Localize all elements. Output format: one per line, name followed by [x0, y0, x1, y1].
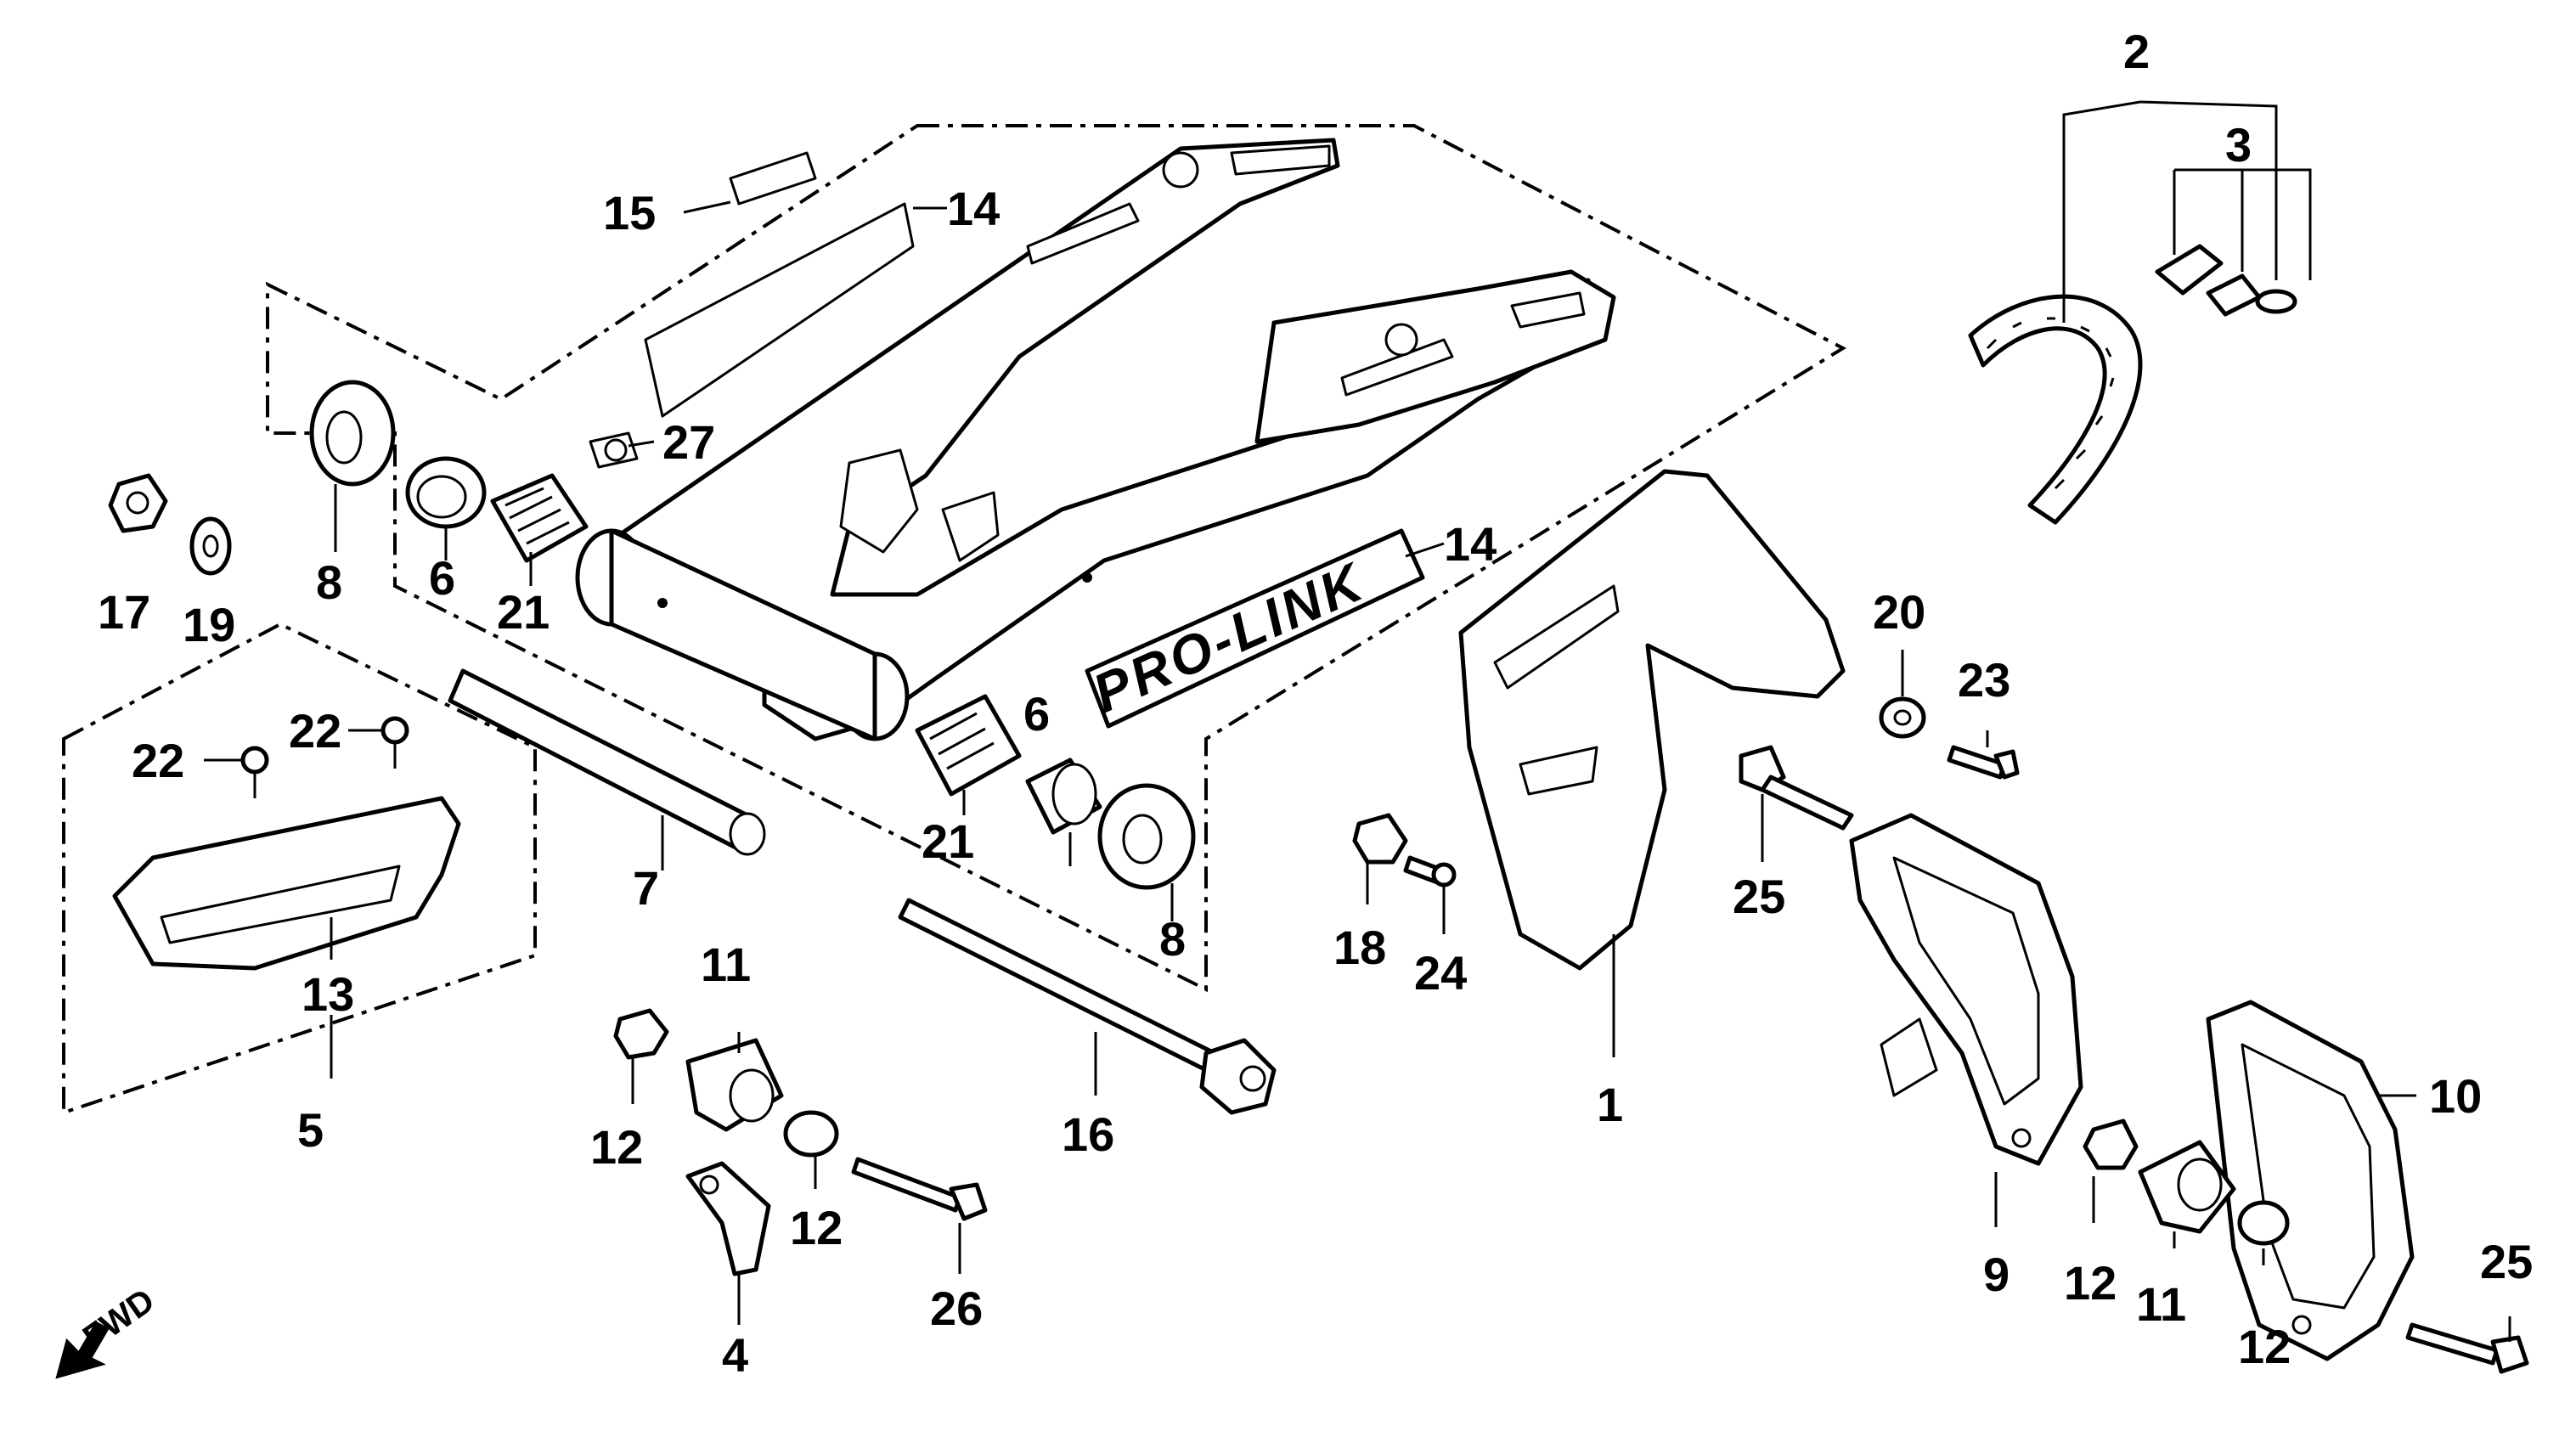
- fwd-label: FWD: [76, 1282, 161, 1356]
- collar-12-d: [2237, 1200, 2290, 1246]
- bolt-23: [1947, 745, 2020, 780]
- callout-12-d: 12: [2238, 1320, 2291, 1373]
- plate-10: [2206, 1000, 2415, 1361]
- washer-19: [189, 516, 232, 576]
- callout-18: 18: [1333, 921, 1386, 974]
- callout-12-a: 12: [590, 1120, 643, 1174]
- callout-10: 10: [2429, 1069, 2482, 1123]
- callout-11-a: 11: [701, 938, 751, 991]
- callout-14-lower: 14: [1444, 517, 1497, 571]
- callout-21-right: 21: [922, 814, 974, 868]
- leader-lines: [204, 100, 2511, 1342]
- callout-4: 4: [722, 1328, 748, 1382]
- nut-17: [108, 473, 168, 533]
- collar-12-b: [783, 1110, 839, 1158]
- needle-bearing-21-left: [490, 473, 589, 563]
- callout-27: 27: [662, 415, 715, 469]
- chain-case-1: [1458, 469, 1846, 971]
- callout-9: 9: [1983, 1248, 2010, 1301]
- callout-15: 15: [603, 186, 656, 239]
- drive-chain-2: [1968, 294, 2143, 525]
- callout-25-upper: 25: [1733, 870, 1785, 923]
- pivot-bolt-16: [898, 898, 1277, 1115]
- callout-5: 5: [297, 1103, 324, 1157]
- swingarm-group-outline: [266, 124, 1847, 993]
- forward-direction-indicator: FWD: [55, 1282, 161, 1379]
- nut-12-c: [2083, 1118, 2139, 1170]
- callout-7: 7: [633, 861, 659, 915]
- callout-8-left: 8: [316, 555, 342, 609]
- chain-slider-group-outline: [62, 622, 537, 1115]
- callout-22-left: 22: [132, 734, 184, 787]
- callout-26: 26: [930, 1282, 983, 1335]
- roller-11-b: [2138, 1140, 2236, 1234]
- chain-slider-13: [112, 796, 461, 971]
- callout-8-right: 8: [1159, 912, 1186, 966]
- callout-21-left: 21: [497, 585, 550, 639]
- chain-joint-3: [2155, 244, 2297, 317]
- callout-20: 20: [1873, 585, 1925, 639]
- roller-11-a: [685, 1038, 784, 1132]
- callout-11-b: 11: [2136, 1277, 2186, 1331]
- callout-14-upper: 14: [947, 182, 1000, 235]
- nut-12-a: [613, 1008, 669, 1060]
- callout-17: 17: [98, 585, 150, 639]
- callout-1: 1: [1597, 1078, 1623, 1131]
- screw-22-left: [240, 746, 269, 798]
- swingarm: [575, 138, 1616, 741]
- bracket-9: [1849, 813, 2083, 1166]
- washer-20: [1879, 696, 1926, 739]
- callout-labels: 1 2 3 4 5 6 6 7 8 8 9 10 11 11 12 12 12 …: [98, 25, 2533, 1382]
- pivot-collar-7: [448, 668, 766, 856]
- sticker-14-upper: [644, 202, 915, 418]
- callout-2: 2: [2123, 25, 2150, 78]
- callout-22-right: 22: [289, 704, 341, 758]
- sticker-14-pro-link: PRO-LINK: [1084, 528, 1425, 729]
- roller-bracket-4: [685, 1161, 771, 1276]
- bolt-26: [851, 1157, 988, 1221]
- grease-fitting-27: [589, 431, 639, 469]
- bolt-25-upper: [1739, 745, 1854, 831]
- sticker-15: [729, 151, 817, 206]
- collar-18: [1352, 813, 1408, 865]
- callout-13: 13: [302, 967, 354, 1021]
- screw-22-right: [380, 716, 409, 769]
- callout-12-c: 12: [2064, 1256, 2117, 1310]
- callout-6-right: 6: [1023, 687, 1050, 741]
- callout-3: 3: [2225, 118, 2252, 172]
- needle-bearing-21-right: [915, 694, 1022, 797]
- callout-16: 16: [1062, 1107, 1114, 1161]
- collar-6-right: [1025, 758, 1102, 835]
- callout-18-washer-19: 19: [183, 598, 235, 651]
- callout-23: 23: [1958, 653, 2010, 707]
- callout-24: 24: [1414, 946, 1467, 1000]
- brand-text: PRO-LINK: [1084, 550, 1374, 724]
- bolt-24: [1403, 855, 1457, 887]
- dust-seal-8-right: [1097, 783, 1196, 890]
- callout-6-left: 6: [429, 551, 455, 605]
- collar-6-left: [405, 456, 487, 529]
- callout-12-b: 12: [790, 1201, 843, 1254]
- dust-seal-8-left: [309, 380, 396, 487]
- callout-25-lower: 25: [2480, 1235, 2533, 1288]
